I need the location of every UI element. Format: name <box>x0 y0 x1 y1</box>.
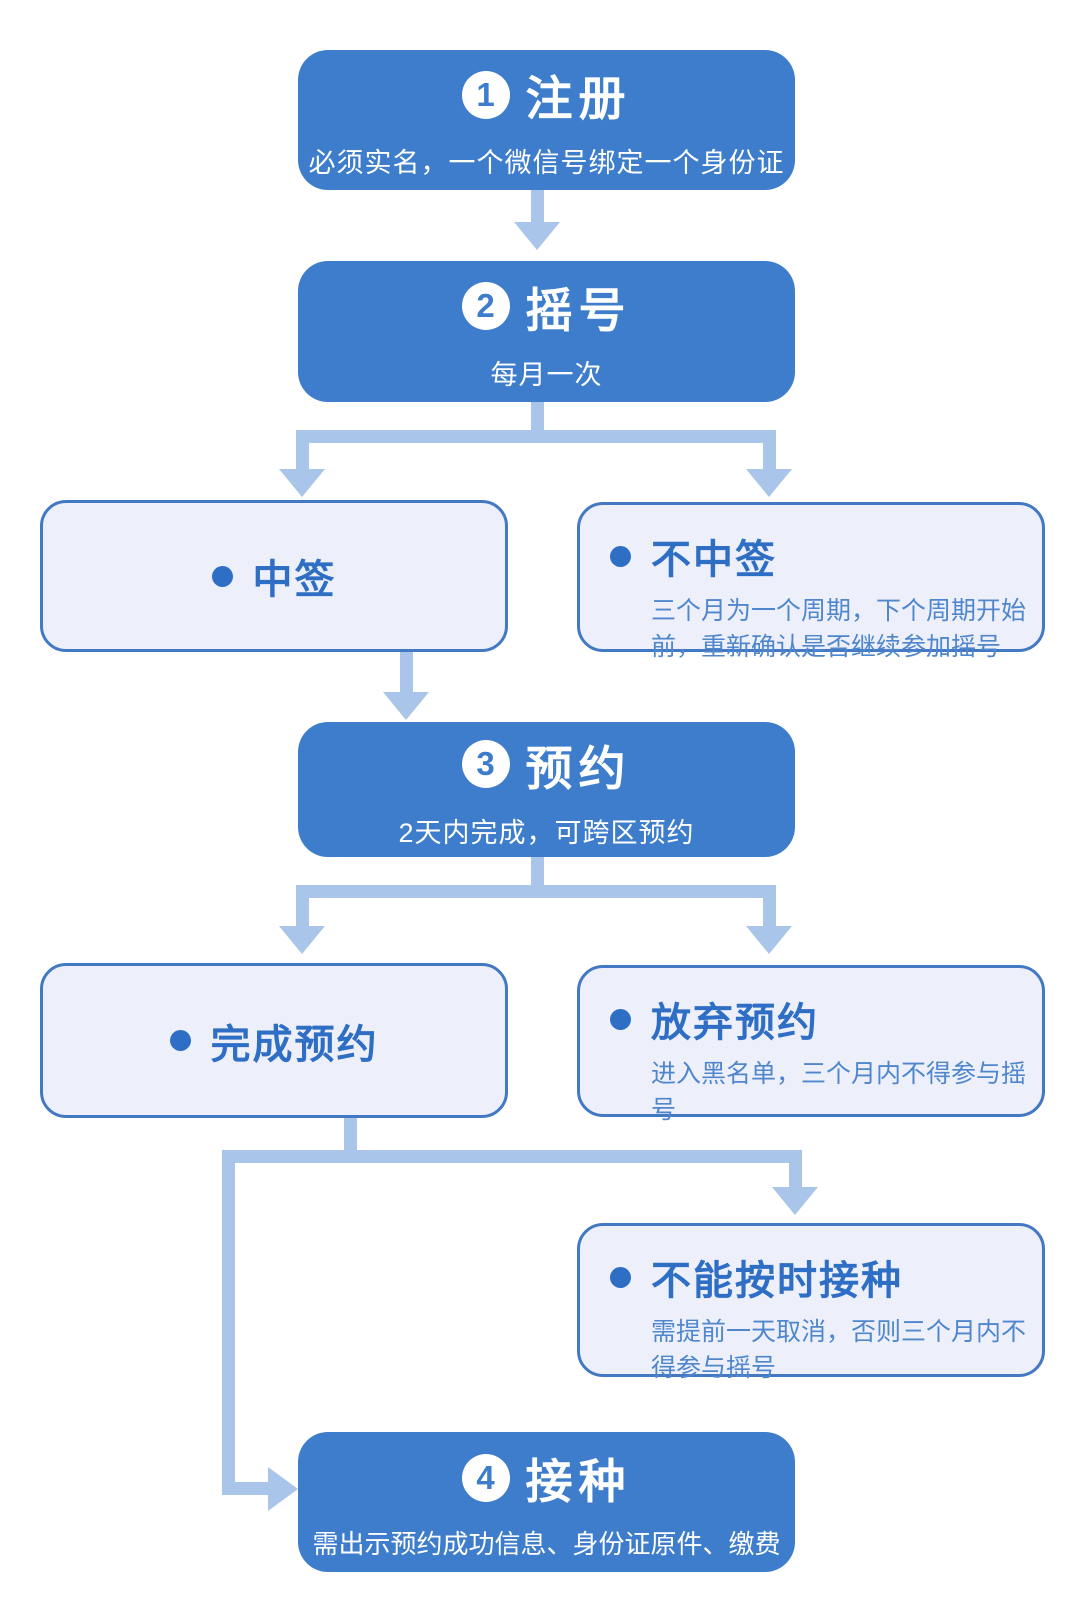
arrow-step2-lose-shaft <box>763 443 776 469</box>
step3-number-badge: 3 <box>461 740 510 788</box>
win-title-row: 中签 <box>211 547 337 605</box>
arrow-step3-abandon-head-icon <box>746 926 792 954</box>
step3-title-row: 3 预约 <box>461 730 632 799</box>
branch-step2-bar <box>296 430 776 443</box>
arrow-step3-complete-shaft <box>296 898 309 926</box>
arrow-complete-miss-head-icon <box>772 1187 818 1215</box>
step4-number-badge: 4 <box>461 1453 510 1502</box>
step2-lottery-box: 2 摇号 每月一次 <box>298 261 795 402</box>
complete-title-row: 完成预约 <box>169 1012 379 1070</box>
arrow-step1-step2-shaft <box>531 190 544 224</box>
lose-description: 三个月为一个周期，下个周期开始前，重新确认是否继续参加摇号 <box>651 597 1027 662</box>
abandon-description: 进入黑名单，三个月内不得参与摇号 <box>651 1060 1027 1125</box>
step2-subtitle: 每月一次 <box>490 359 603 390</box>
step4-vaccinate-box: 4 接种 需出示预约成功信息、身份证原件、缴费 <box>298 1432 795 1572</box>
step2-number-badge: 2 <box>461 282 510 330</box>
step2-title: 摇号 <box>525 283 632 337</box>
bullet-icon <box>610 1266 631 1288</box>
branch-step3-bar <box>296 885 776 898</box>
abandon-result-box: 放弃预约 进入黑名单，三个月内不得参与摇号 <box>577 965 1045 1124</box>
complete-result-box: 完成预约 <box>40 963 508 1118</box>
bullet-icon <box>610 545 631 567</box>
branch-step3-stub <box>531 857 544 891</box>
arrow-win-step3-head-icon <box>383 692 429 720</box>
branch-complete-stub <box>344 1118 357 1156</box>
abandon-title-row: 放弃预约 <box>610 990 1034 1048</box>
miss-title: 不能按时接种 <box>651 1259 903 1303</box>
step3-title: 预约 <box>525 741 632 795</box>
branch-step2-stub <box>531 402 544 436</box>
miss-description: 需提前一天取消，否则三个月内不得参与摇号 <box>651 1318 1027 1383</box>
step3-appointment-box: 3 预约 2天内完成，可跨区预约 <box>298 722 795 857</box>
complete-title: 完成预约 <box>210 1022 379 1067</box>
miss-title-row: 不能按时接种 <box>610 1248 1034 1306</box>
step3-subtitle: 2天内完成，可跨区预约 <box>398 817 695 848</box>
step2-title-row: 2 摇号 <box>461 272 632 341</box>
arrow-step2-win-shaft <box>296 443 309 469</box>
lose-title-row: 不中签 <box>610 527 1034 585</box>
step4-title: 接种 <box>525 1455 632 1508</box>
step1-title-row: 1 注册 <box>461 60 632 129</box>
bullet-icon <box>169 1030 191 1051</box>
arrow-complete-step4-hline <box>222 1482 270 1495</box>
win-title: 中签 <box>252 558 337 602</box>
arrow-step1-step2-head-icon <box>514 222 560 250</box>
step1-subtitle: 必须实名，一个微信号绑定一个身份证 <box>308 148 785 178</box>
arrow-complete-step4-head-icon <box>268 1467 298 1511</box>
abandon-title: 放弃预约 <box>651 1001 819 1045</box>
lose-result-box: 不中签 三个月为一个周期，下个周期开始前，重新确认是否继续参加摇号 <box>577 502 1045 661</box>
step1-register-box: 1 注册 必须实名，一个微信号绑定一个身份证 <box>298 50 795 190</box>
miss-result-box: 不能按时接种 需提前一天取消，否则三个月内不得参与摇号 <box>577 1223 1045 1382</box>
arrow-win-step3-shaft <box>400 652 413 694</box>
step4-title-row: 4 接种 <box>461 1443 632 1512</box>
step1-title: 注册 <box>525 72 632 125</box>
bullet-icon <box>211 565 233 587</box>
arrow-step3-abandon-shaft <box>763 898 776 926</box>
lose-title: 不中签 <box>651 538 777 582</box>
bullet-icon <box>610 1008 631 1030</box>
arrow-complete-miss-shaft <box>789 1163 802 1187</box>
arrow-complete-step4-vline <box>222 1163 235 1495</box>
step4-subtitle: 需出示预约成功信息、身份证原件、缴费 <box>312 1529 781 1559</box>
step1-number-badge: 1 <box>461 70 510 119</box>
win-result-box: 中签 <box>40 500 508 652</box>
arrow-step2-win-head-icon <box>279 469 325 497</box>
arrow-step3-complete-head-icon <box>279 926 325 954</box>
arrow-step2-lose-head-icon <box>746 469 792 497</box>
branch-complete-bar <box>222 1150 802 1163</box>
